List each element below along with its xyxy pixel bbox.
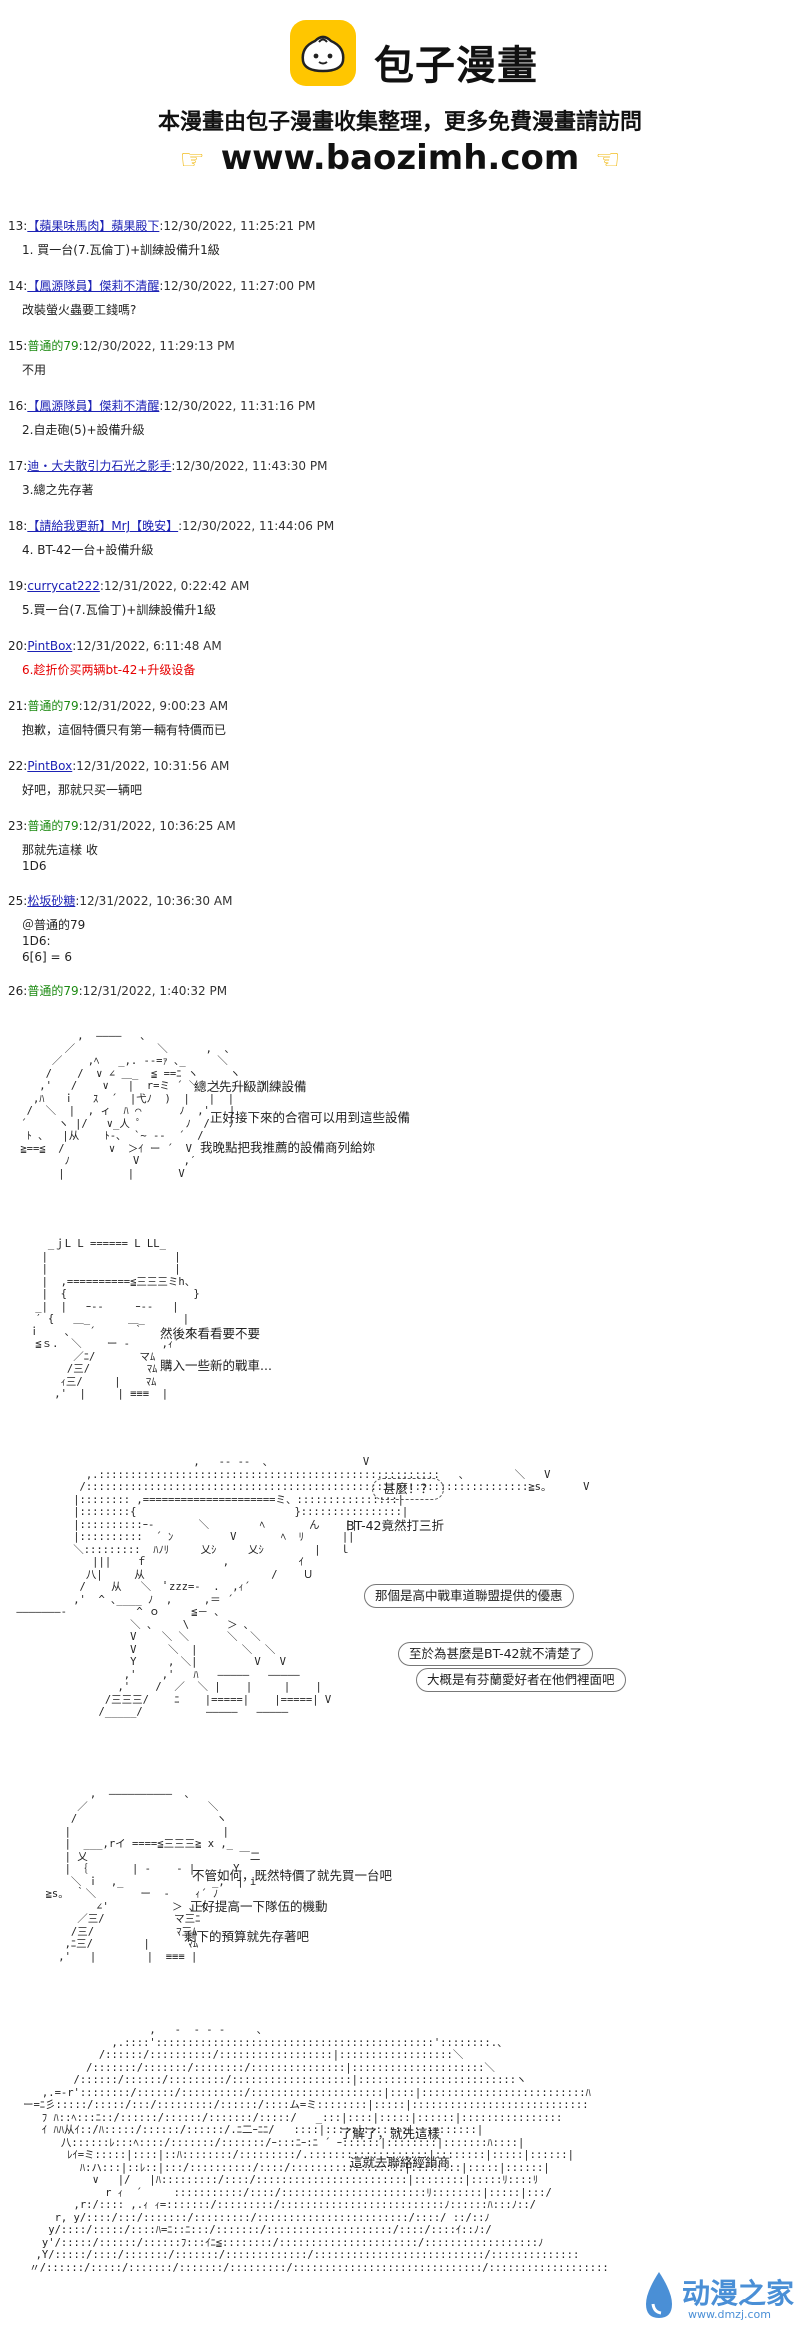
poster-name: 普通的79 bbox=[27, 819, 79, 833]
post-date: :12/31/2022, 0:22:42 AM bbox=[99, 579, 250, 593]
post-body: ＠普通的79 1D6: 6[6] = 6 bbox=[22, 918, 86, 964]
post-number: 18: bbox=[8, 519, 28, 533]
panel-5-caption: 這就去聯絡經銷商 bbox=[350, 2155, 451, 2170]
panel-1-caption: 正好接下來的合宿可以用到這些設備 bbox=[210, 1110, 411, 1125]
post-body: 6.趁折价买两辆bt-42+升级设备 bbox=[22, 663, 196, 677]
pointing-right-hand-icon: ☞ bbox=[179, 143, 205, 176]
poster-name[interactable]: PintBox bbox=[27, 639, 73, 653]
post-header: 23:普通的79:12/31/2022, 10:36:25 AM bbox=[8, 818, 236, 835]
post-number: 22: bbox=[8, 759, 28, 773]
watermark-url: www.dmzj.com bbox=[688, 2308, 771, 2321]
post-number: 26: bbox=[8, 984, 28, 998]
post-number: 25: bbox=[8, 894, 28, 908]
post-number: 21: bbox=[8, 699, 28, 713]
panel-1-caption: 總之先升級訓練設備 bbox=[194, 1079, 307, 1094]
post-body: 3.總之先存著 bbox=[22, 483, 94, 497]
ascii-art-panel-1: , ―――― ､ ／ ＼ , ､ ／ ,ﾍ _,. -‐=ｧ ､_ ＼ / / … bbox=[20, 1030, 267, 1180]
post-date: :12/30/2022, 11:27:00 PM bbox=[159, 279, 316, 293]
poster-name[interactable]: 【鳳源隊員】傑莉不清醒 bbox=[27, 279, 160, 293]
panel-4-caption: 不管如何，既然特價了就先買一台吧 bbox=[192, 1868, 393, 1883]
panel-2-caption: 然後來看看要不要 bbox=[160, 1326, 261, 1341]
post-date: :12/31/2022, 6:11:48 AM bbox=[72, 639, 222, 653]
brand-header: 包子漫畫 bbox=[290, 20, 537, 95]
post-date: :12/30/2022, 11:25:21 PM bbox=[159, 219, 316, 233]
ascii-art-panel-2: _ｊL L ====== L LL_ | | | | | ,==========… bbox=[28, 1238, 200, 1400]
post-header: 17:迪・大夫散引力石光之影手:12/30/2022, 11:43:30 PM bbox=[8, 458, 327, 475]
post-header: 15:普通的79:12/30/2022, 11:29:13 PM bbox=[8, 338, 235, 355]
poster-name[interactable]: 【鳳源隊員】傑莉不清醒 bbox=[27, 399, 160, 413]
water-drop-logo-icon bbox=[646, 2272, 672, 2318]
post-number: 23: bbox=[8, 819, 28, 833]
ascii-art-panel-5: , ‐ ‐ ‐ ‐ ､ ,.::::':::::::::::::::::::::… bbox=[22, 2024, 609, 2274]
poster-name[interactable]: PintBox bbox=[27, 759, 73, 773]
post-header: 22:PintBox:12/31/2022, 10:31:56 AM bbox=[8, 758, 229, 775]
panel-5-caption: 了解了，就先這樣 bbox=[340, 2126, 441, 2141]
post-number: 16: bbox=[8, 399, 28, 413]
post-header: 26:普通的79:12/31/2022, 1:40:32 PM bbox=[8, 983, 227, 1000]
post-body: 4. BT-42一台+設備升級 bbox=[22, 543, 154, 557]
dmzj-watermark: 动漫之家 www.dmzj.com bbox=[642, 2262, 795, 2332]
post-number: 20: bbox=[8, 639, 28, 653]
post-number: 14: bbox=[8, 279, 28, 293]
post-number: 15: bbox=[8, 339, 28, 353]
poster-name: 普通的79 bbox=[27, 699, 79, 713]
poster-name[interactable]: 松坂砂糖 bbox=[27, 894, 76, 908]
post-body: 2.自走砲(5)+設備升級 bbox=[22, 423, 145, 437]
post-date: :12/30/2022, 11:43:30 PM bbox=[171, 459, 328, 473]
poster-name: 普通的79 bbox=[27, 984, 79, 998]
poster-name: 普通的79 bbox=[27, 339, 79, 353]
post-body: 那就先這樣 收 1D6 bbox=[22, 843, 98, 873]
bun-logo-icon bbox=[290, 20, 356, 86]
post-number: 19: bbox=[8, 579, 28, 593]
panel-3-speech-bubble: 大概是有芬蘭愛好者在他們裡面吧 bbox=[416, 1668, 626, 1692]
post-header: 21:普通的79:12/31/2022, 9:00:23 AM bbox=[8, 698, 228, 715]
post-date: :12/31/2022, 10:36:25 AM bbox=[78, 819, 236, 833]
post-header: 25:松坂砂糖:12/31/2022, 10:36:30 AM bbox=[8, 893, 232, 910]
poster-name[interactable]: 【蘋果味馬肉】蘋果殿下 bbox=[27, 219, 160, 233]
post-number: 17: bbox=[8, 459, 28, 473]
post-header: 13:【蘋果味馬肉】蘋果殿下:12/30/2022, 11:25:21 PM bbox=[8, 218, 315, 235]
ascii-art-panel-4: , ―――――――――― ､ ／ ＼ / ヽ | | | ___,rイ ====… bbox=[45, 1788, 261, 1963]
watermark-text: 动漫之家 bbox=[682, 2277, 795, 2310]
panel-3-note: BT-42竟然打三折 bbox=[346, 1518, 444, 1533]
post-body: 好吧，那就只买一辆吧 bbox=[22, 783, 143, 797]
panel-1-caption: 我晚點把我推薦的設備商列給妳 bbox=[200, 1140, 376, 1155]
post-date: :12/31/2022, 1:40:32 PM bbox=[78, 984, 228, 998]
post-body: 1. 買一台(7.瓦倫丁)+訓練設備升1級 bbox=[22, 243, 220, 257]
post-header: 18:【請給我更新】MrJ【晚安】:12/30/2022, 11:44:06 P… bbox=[8, 518, 334, 535]
panel-3-shout-bubble: 甚麼！？ bbox=[372, 1478, 445, 1500]
post-number: 13: bbox=[8, 219, 28, 233]
tagline: 本漫畫由包子漫畫收集整理，更多免費漫畫請訪問 bbox=[157, 110, 642, 135]
post-date: :12/30/2022, 11:29:13 PM bbox=[78, 339, 235, 353]
site-url-row[interactable]: ☞ www.baozimh.com ☜ bbox=[0, 138, 800, 178]
brand-title: 包子漫畫 bbox=[374, 43, 538, 89]
panel-3-speech-bubble: 至於為甚麼是BT-42就不清楚了 bbox=[398, 1642, 593, 1666]
site-url[interactable]: www.baozimh.com bbox=[220, 138, 580, 178]
ascii-art-panel-3: , ‐‐ ‐- ､ V ,.::::::::::::::::::::::::::… bbox=[16, 1456, 590, 1718]
post-body: 抱歉，這個特價只有第一輛有特價而已 bbox=[22, 723, 227, 737]
post-date: :12/31/2022, 10:31:56 AM bbox=[72, 759, 230, 773]
poster-name[interactable]: currycat222 bbox=[27, 579, 100, 593]
pointing-left-hand-icon: ☜ bbox=[595, 143, 621, 176]
post-date: :12/31/2022, 9:00:23 AM bbox=[78, 699, 229, 713]
post-date: :12/31/2022, 10:36:30 AM bbox=[75, 894, 233, 908]
post-header: 20:PintBox:12/31/2022, 6:11:48 AM bbox=[8, 638, 222, 655]
post-date: :12/30/2022, 11:31:16 PM bbox=[159, 399, 316, 413]
poster-name[interactable]: 迪・大夫散引力石光之影手 bbox=[27, 459, 172, 473]
poster-name[interactable]: 【請給我更新】MrJ【晚安】 bbox=[27, 519, 179, 533]
post-body: 改裝螢火蟲要工錢嗎? bbox=[22, 303, 137, 317]
post-header: 19:currycat222:12/31/2022, 0:22:42 AM bbox=[8, 578, 249, 595]
post-body: 不用 bbox=[22, 363, 47, 377]
panel-3-speech-bubble: 那個是高中戰車道聯盟提供的優惠 bbox=[364, 1584, 574, 1608]
post-header: 14:【鳳源隊員】傑莉不清醒:12/30/2022, 11:27:00 PM bbox=[8, 278, 315, 295]
post-date: :12/30/2022, 11:44:06 PM bbox=[178, 519, 335, 533]
panel-4-caption: 剩下的預算就先存著吧 bbox=[184, 1929, 310, 1944]
panel-2-caption: 購入一些新的戰車... bbox=[160, 1358, 272, 1373]
post-body: 5.買一台(7.瓦倫丁)+訓練設備升1級 bbox=[22, 603, 216, 617]
panel-4-caption: 正好提高一下隊伍的機動 bbox=[190, 1899, 328, 1914]
post-header: 16:【鳳源隊員】傑莉不清醒:12/30/2022, 11:31:16 PM bbox=[8, 398, 315, 415]
